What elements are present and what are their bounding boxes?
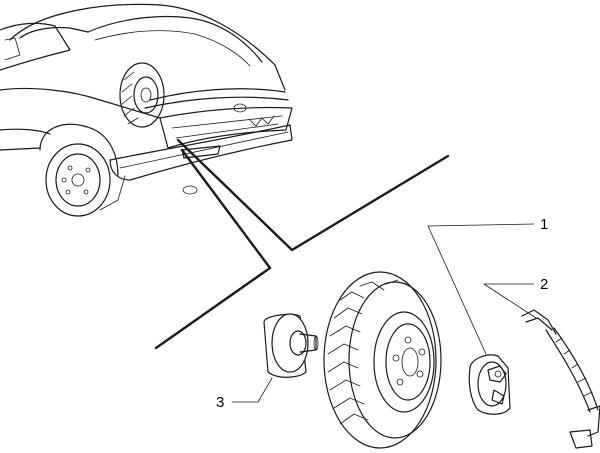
part-2-strap [521, 309, 600, 449]
part-3-knob [263, 313, 319, 378]
car-illustration [0, 3, 293, 217]
callout-2-label: 2 [540, 276, 548, 293]
section-leader-line [154, 138, 450, 350]
callout-leaders [231, 223, 537, 403]
callout-1-label: 1 [540, 216, 548, 233]
part-1-bracket [468, 354, 511, 415]
spare-wheel [323, 271, 442, 449]
callout-3-label: 3 [216, 394, 224, 411]
